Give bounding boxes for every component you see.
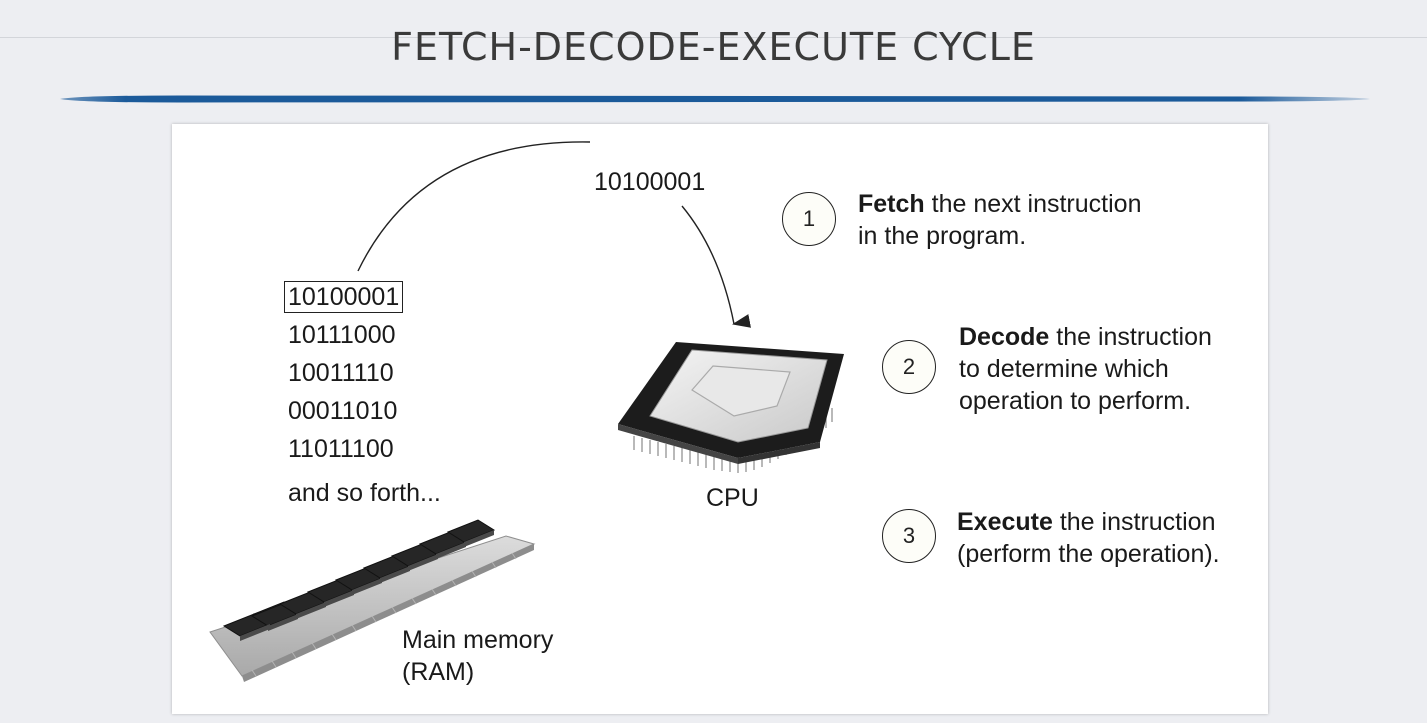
memory-more: and so forth... bbox=[288, 479, 441, 507]
step-3-number: 3 bbox=[882, 509, 936, 563]
step-2-line2: to determine which bbox=[959, 355, 1169, 383]
top-divider bbox=[0, 37, 1427, 38]
fetched-instruction: 10100001 bbox=[594, 168, 706, 196]
fetch-arrow bbox=[681, 205, 752, 328]
step-2-line1: the instruction bbox=[1049, 323, 1212, 351]
step-1-text: Fetch the next instruction in the progra… bbox=[858, 188, 1188, 252]
memory-label: Main memory (RAM) bbox=[402, 624, 553, 688]
step-2-number: 2 bbox=[882, 340, 936, 394]
step-3-line2: (perform the operation). bbox=[957, 540, 1220, 568]
diagram-art bbox=[209, 141, 844, 682]
ram-module bbox=[209, 519, 536, 682]
memory-word: 10111000 bbox=[288, 321, 396, 349]
memory-word: 10011110 bbox=[288, 359, 394, 387]
memory-label-line1: Main memory bbox=[402, 626, 554, 654]
step-1-verb: Fetch bbox=[858, 190, 925, 218]
memory-current-instruction: 10100001 bbox=[284, 281, 404, 313]
step-3-text: Execute the instruction (perform the ope… bbox=[957, 506, 1262, 570]
step-1-number: 1 bbox=[782, 192, 836, 246]
step-3-verb: Execute bbox=[957, 508, 1053, 536]
step-2-verb: Decode bbox=[959, 323, 1050, 351]
title-underline bbox=[60, 95, 1370, 103]
cpu-label: CPU bbox=[706, 484, 759, 512]
step-2-line3: operation to perform. bbox=[959, 387, 1192, 415]
diagram-panel: 10100001 10100001 10111000 10011110 0001… bbox=[172, 124, 1268, 714]
cpu-chip bbox=[618, 342, 844, 473]
step-1-line1: the next instruction bbox=[924, 190, 1142, 218]
memory-word: 00011010 bbox=[288, 397, 398, 425]
memory-word: 11011100 bbox=[288, 435, 394, 463]
step-2-text: Decode the instruction to determine whic… bbox=[959, 321, 1259, 417]
step-3-line1: the instruction bbox=[1052, 508, 1216, 536]
step-1-line2: in the program. bbox=[858, 222, 1027, 250]
fetch-arc bbox=[357, 141, 591, 272]
memory-label-line2: (RAM) bbox=[402, 658, 475, 686]
slide-title: FETCH-DECODE-EXECUTE CYCLE bbox=[391, 25, 1036, 69]
